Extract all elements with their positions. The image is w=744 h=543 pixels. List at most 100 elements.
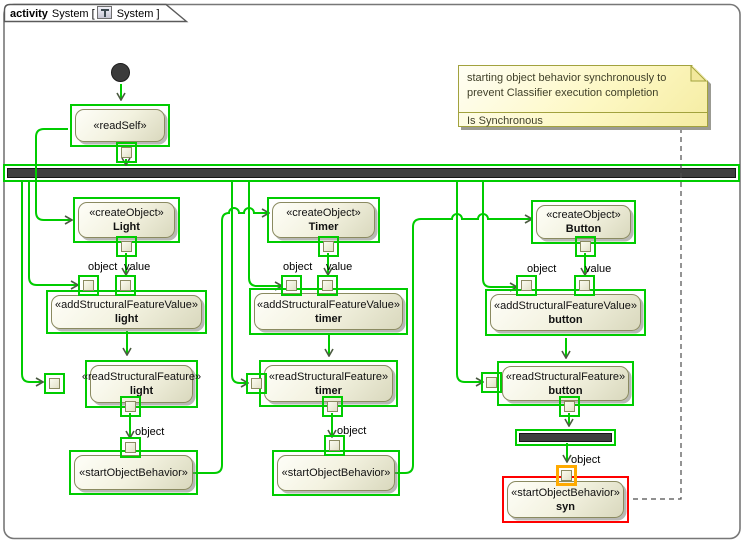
action-createObject-Timer[interactable]: «createObject» Timer — [272, 202, 375, 238]
action-startObjectBehavior-timer[interactable]: «startObjectBehavior» — [277, 455, 395, 491]
pin-readTimer-object[interactable] — [251, 378, 262, 389]
flow-fork-to-addStructuralFeatureValue-button-object-pin[interactable] — [482, 182, 517, 287]
pin-createObject-Button-result-selection — [575, 236, 596, 257]
action-readStructuralFeature-button[interactable]: «readStructuralFeature» button — [502, 366, 629, 401]
initial-node[interactable] — [111, 63, 130, 82]
pin-startTimer-object[interactable] — [329, 440, 340, 451]
pin-label-object: object — [283, 261, 313, 273]
action-addStructuralFeatureValue-button[interactable]: «addStructuralFeatureValue» button — [490, 294, 641, 331]
pin-createObject-Timer-result[interactable] — [323, 241, 334, 252]
pin-createObject-Button-result[interactable] — [580, 241, 591, 252]
pin-createObject-Timer-result-selection — [318, 236, 339, 257]
pin-label-object: object — [337, 425, 367, 437]
action-readStructuralFeature-button-selection: «readStructuralFeature» button — [497, 361, 634, 406]
pin-addButton-object[interactable] — [521, 280, 532, 291]
pin-readTimer-result[interactable] — [327, 401, 338, 412]
pin-label-object: object — [88, 261, 118, 273]
pin-label-value: value — [326, 261, 353, 273]
pin-readSelf-result-selection — [116, 142, 137, 163]
action-readStructuralFeature-light[interactable]: «readStructuralFeature» light — [82, 365, 201, 403]
stereotype-label: «addStructuralFeatureValue» — [257, 298, 400, 311]
action-name-label: Button — [565, 223, 602, 235]
action-addStructuralFeatureValue-light[interactable]: «addStructuralFeatureValue» light — [51, 295, 202, 329]
pin-addTimer-object[interactable] — [286, 280, 297, 291]
action-readStructuralFeature-timer[interactable]: «readStructuralFeature» timer — [264, 365, 393, 402]
pin-readLight-object[interactable] — [49, 378, 60, 389]
pin-readButton-object[interactable] — [486, 377, 497, 388]
pin-readTimer-result-selection — [322, 396, 343, 417]
pin-startLight-object[interactable] — [125, 442, 136, 453]
stereotype-label: «addStructuralFeatureValue» — [55, 299, 198, 311]
pin-label-object: object — [135, 426, 165, 438]
flow-fork-to-readStructuralFeature-light-pin[interactable] — [21, 182, 43, 382]
note-line-1: starting object behavior synchronously t… — [467, 72, 667, 84]
action-createObject-Light-selection: «createObject» Light — [73, 197, 180, 243]
pin-label-value: value — [124, 261, 151, 273]
pin-readLight-object-selection — [44, 373, 65, 394]
stereotype-label: «readStructuralFeature» — [81, 371, 202, 383]
action-addStructuralFeatureValue-light-selection: «addStructuralFeatureValue» light — [46, 290, 207, 334]
stereotype-label: «startObjectBehavior» — [511, 486, 620, 499]
pin-readTimer-object-selection — [246, 373, 267, 394]
action-startObjectBehavior-light[interactable]: «startObjectBehavior» — [74, 455, 193, 490]
pin-readButton-result[interactable] — [564, 401, 575, 412]
action-name-label: button — [548, 384, 583, 397]
action-name-label: light — [114, 313, 139, 325]
note[interactable]: starting object behavior synchronously t… — [458, 65, 708, 127]
action-name-label: syn — [556, 500, 575, 513]
action-startObjectBehavior-light-selection: «startObjectBehavior» — [69, 450, 198, 495]
action-readStructuralFeature-light-selection: «readStructuralFeature» light — [82, 360, 201, 408]
action-name-label: timer — [315, 312, 342, 325]
pin-readLight-result[interactable] — [125, 401, 136, 412]
action-createObject-Button[interactable]: «createObject» Button — [536, 205, 631, 239]
action-startObjectBehavior-timer-selection: «startObjectBehavior» — [272, 450, 400, 496]
pin-startLight-object-selection — [120, 437, 141, 458]
pin-readButton-object-selection — [481, 372, 502, 393]
action-name-label: button — [548, 313, 583, 326]
pin-label-object: object — [571, 454, 601, 466]
flow-readSelf-to-createObject-Light[interactable] — [35, 128, 72, 220]
note-body: starting object behavior synchronously t… — [467, 71, 697, 101]
pin-addLight-object-selection — [78, 275, 99, 296]
note-line-2: prevent Classifier execution completion — [467, 87, 659, 99]
frame-keyword: activity — [10, 8, 48, 20]
action-startObjectBehavior-syn[interactable]: «startObjectBehavior» syn — [507, 481, 624, 518]
pin-startSyn-object[interactable] — [561, 470, 572, 481]
flow-fork-to-readStructuralFeature-timer-pin[interactable] — [231, 182, 248, 383]
action-name-label: Light — [113, 221, 140, 233]
pin-addTimer-value[interactable] — [322, 280, 333, 291]
flow-fork-to-addStructuralFeatureValue-light-object-pin[interactable] — [28, 182, 78, 285]
flow-startObjectBehavior-timer-to-createObject-Button[interactable] — [395, 213, 532, 474]
frame-name-2: System ] — [116, 8, 160, 20]
flow-startObjectBehavior-light-to-createObject-Timer[interactable] — [193, 207, 269, 474]
pin-startSyn-object-selection — [556, 465, 577, 486]
action-addStructuralFeatureValue-timer[interactable]: «addStructuralFeatureValue» timer — [254, 293, 403, 330]
main-fork-bar[interactable] — [7, 168, 736, 178]
action-createObject-Button-selection: «createObject» Button — [531, 200, 636, 244]
stereotype-label: «startObjectBehavior» — [79, 466, 188, 479]
pin-label-object: object — [527, 263, 557, 275]
pin-addLight-value[interactable] — [120, 280, 131, 291]
pin-addLight-value-selection — [115, 275, 136, 296]
stereotype-label: «startObjectBehavior» — [281, 467, 391, 479]
flow-fork-to-readStructuralFeature-button-pin[interactable] — [456, 182, 483, 382]
pin-readButton-result-selection — [559, 396, 580, 417]
pin-readSelf-result[interactable] — [121, 147, 132, 158]
flow-fork-to-addStructuralFeatureValue-timer-object-pin[interactable] — [248, 182, 282, 286]
pin-label-value: value — [585, 263, 612, 275]
pin-addButton-value[interactable] — [579, 280, 590, 291]
pin-addLight-object[interactable] — [83, 280, 94, 291]
anchor-note-to-startObjectBehavior-syn[interactable] — [631, 128, 682, 500]
stereotype-label: «createObject» — [286, 207, 361, 219]
stereotype-label: «readStructuralFeature» — [505, 370, 626, 383]
action-readSelf[interactable]: «readSelf» — [75, 109, 165, 142]
activity-diagram-icon — [96, 6, 112, 19]
pin-createObject-Light-result[interactable] — [121, 241, 132, 252]
stereotype-label: «createObject» — [546, 209, 621, 221]
action-createObject-Light[interactable]: «createObject» Light — [78, 202, 175, 238]
action-name-label: timer — [315, 384, 342, 397]
action-readSelf-selection: «readSelf» — [70, 104, 170, 147]
button-join-bar[interactable] — [519, 433, 612, 442]
pin-readLight-result-selection — [120, 396, 141, 417]
